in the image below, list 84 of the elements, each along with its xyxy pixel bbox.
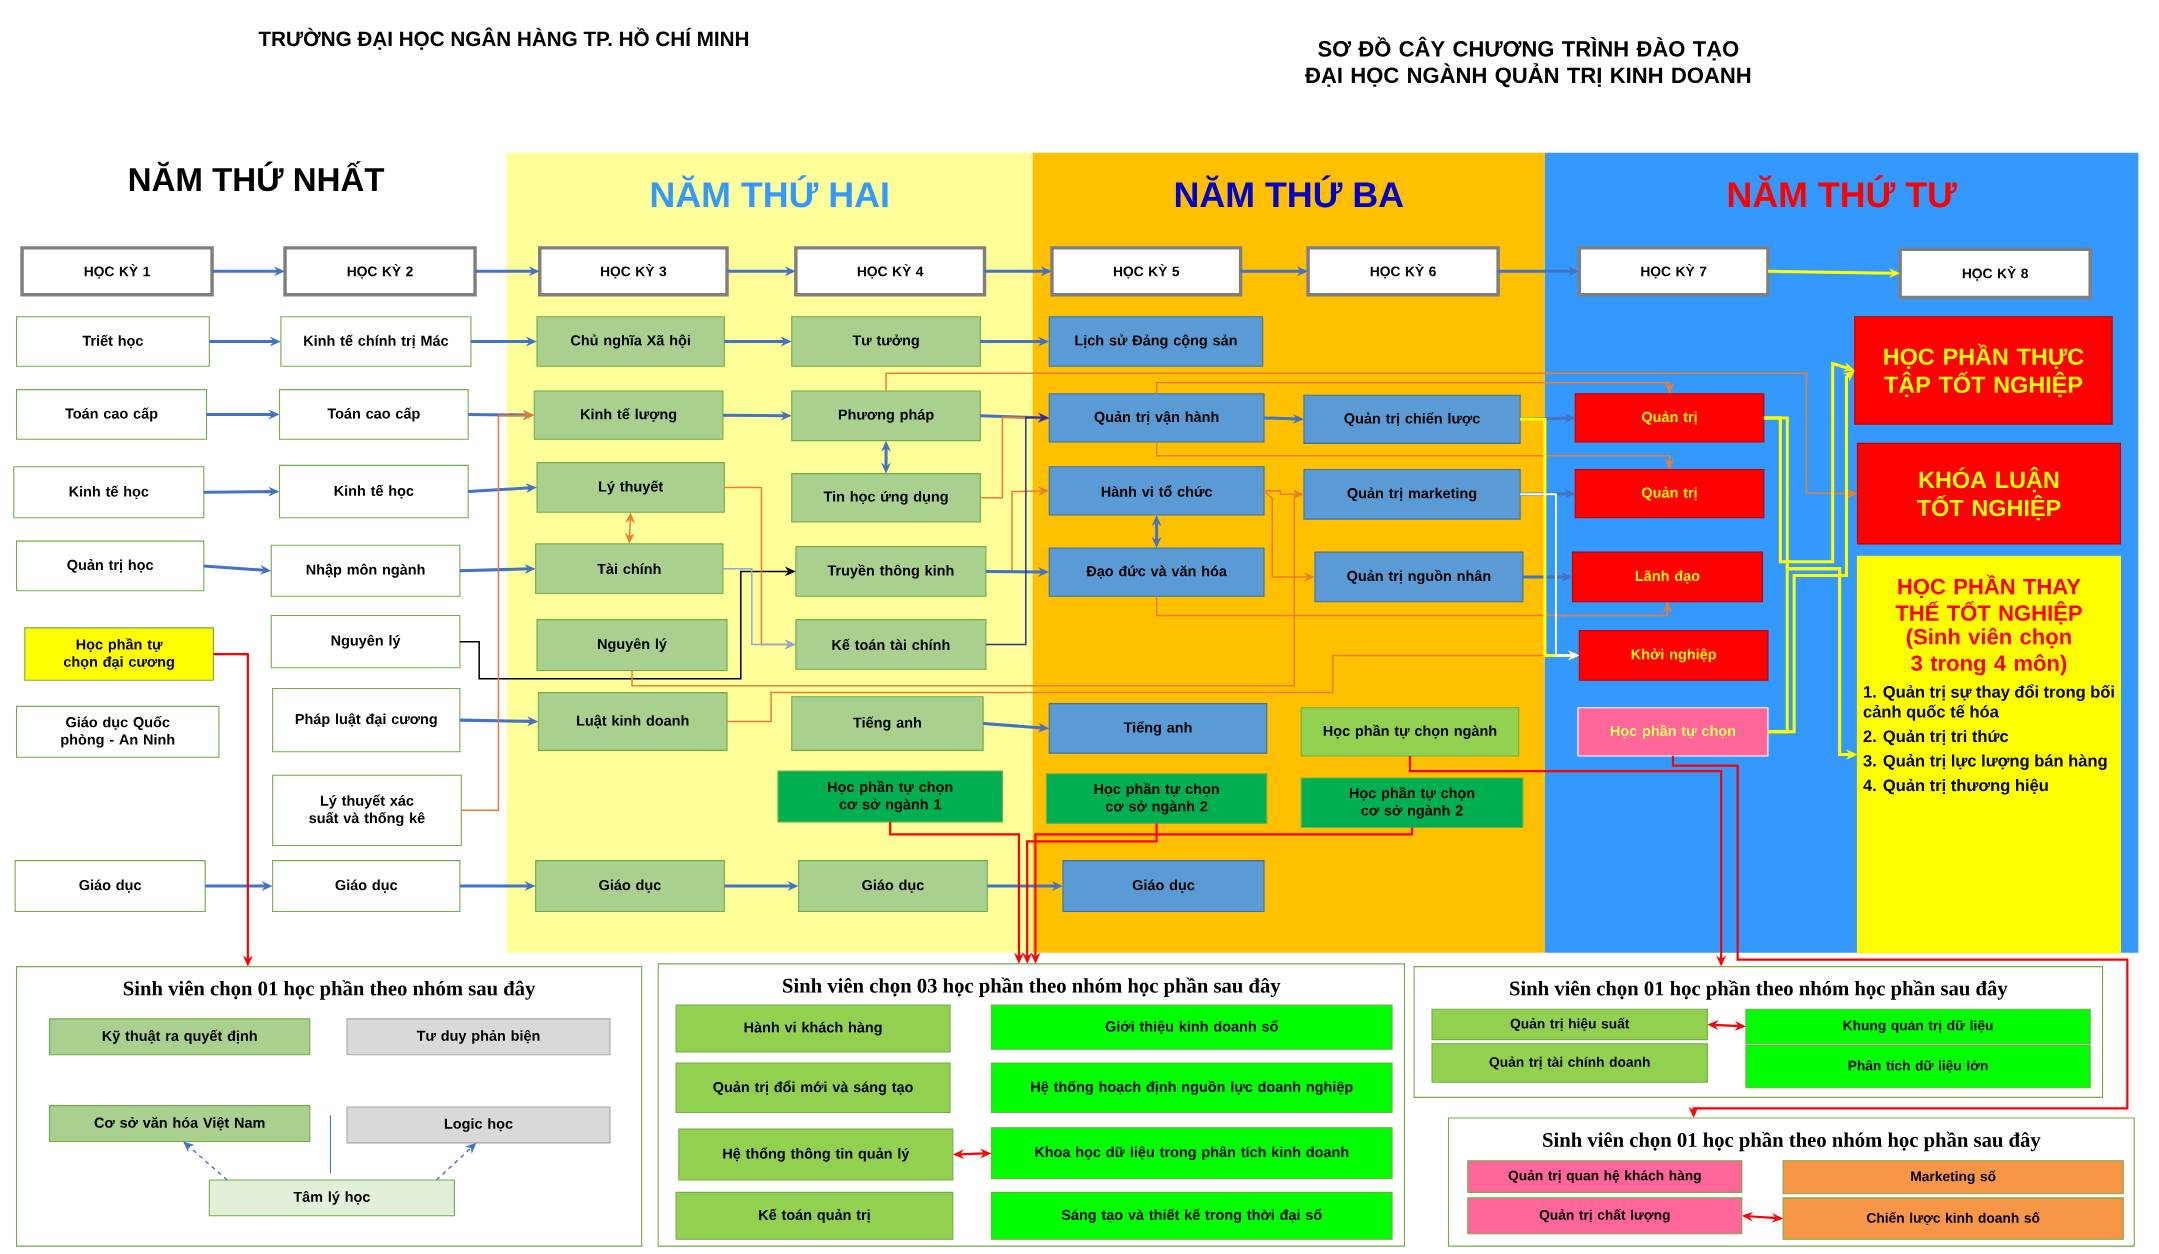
course-box: Logic học (346, 1106, 611, 1144)
course-box: Giáo dục Quốc phòng - An Ninh (16, 705, 220, 758)
course-box: Truyền thông kinh (795, 545, 987, 597)
course-box: Quản trị vận hành (1048, 393, 1265, 443)
course-box: Lý thuyết (536, 461, 725, 513)
course-box: Lãnh đạo (1571, 551, 1763, 603)
course-box: Quản trị marketing (1303, 468, 1521, 520)
course-box: Phân tích dữ liệu lớn (1745, 1044, 2091, 1089)
course-box: Hành vi tổ chức (1048, 466, 1265, 516)
course-box: Pháp luật đại cương (272, 687, 461, 753)
course-box: Học phần tự chọn cơ sở ngành 2 (1300, 777, 1524, 828)
course-box: Phương pháp (791, 390, 981, 441)
course-box: Lý thuyết xác suất và thống kê (272, 774, 462, 846)
course-box: Hệ thống thông tin quản lý (678, 1128, 954, 1181)
semester-box: HỌC KỲ 3 (538, 245, 729, 297)
semester-box: HỌC KỲ 6 (1306, 245, 1500, 297)
course-box: Khởi nghiệp (1578, 629, 1769, 681)
course-box: Giáo dục (798, 859, 988, 912)
course-box: Quản trị đổi mới và sáng tạo (675, 1062, 951, 1113)
course-box: Học phần tự chọn ngành (1300, 707, 1520, 757)
course-box: Kinh tế học (13, 466, 205, 519)
course-box: Sáng tạo và thiết kế trong thời đại số (990, 1191, 1393, 1240)
course-box: Toán cao cấp (278, 388, 469, 440)
course-box: Kế toán tài chính (795, 618, 987, 670)
course-box: Nhập môn ngành (270, 544, 461, 597)
course-box: Tư duy phản biện (346, 1018, 611, 1056)
course-box: Giáo dục (1062, 859, 1265, 912)
course-box: Nguyên lý (270, 614, 461, 669)
course-box: Lịch sử Đảng cộng sản (1048, 315, 1264, 367)
course-box: Giới thiệu kinh doanh số (990, 1004, 1393, 1050)
semester-box: HỌC KỲ 4 (794, 245, 987, 297)
course-box: HỌC PHẦN THAY THẾ TỐT NGHIỆP (Sinh viên chọn 3 trong 4 môn) 1. Quản trị sự thay đổi trong bối cảnh quốc tế hóa 2. Quản trị tri thức 3. Quản trị lực lượng bán hàng 4. Quản trị thương hiệu (1856, 555, 2121, 954)
course-box: Giáo dục (14, 859, 206, 912)
course-box: Tiếng anh (791, 696, 984, 751)
course-box: Triết học (16, 315, 210, 367)
course-box: Nguyên lý (536, 618, 728, 671)
course-box: HỌC PHẦN THỰC TẬP TỐT NGHIỆP (1854, 315, 2113, 425)
course-box: Kỹ thuật ra quyết định (49, 1018, 311, 1056)
course-box: KHÓA LUẬN TỐT NGHIỆP (1856, 442, 2121, 545)
course-box: Kinh tế chính trị Mác (280, 315, 472, 367)
course-box: Học phần tự chọn cơ sở ngành 1 (777, 770, 1003, 823)
course-box: Quản trị học (16, 540, 205, 592)
course-box: Tiếng anh (1048, 702, 1268, 754)
course-box: Luật kinh doanh (537, 691, 728, 751)
course-box: Quản trị hiệu suất (1431, 1008, 1708, 1040)
title: SƠ ĐỒ CÂY CHƯƠNG TRÌNH ĐÀO TẠO ĐẠI HỌC NGÀNH QUẢN TRỊ KINH DOANH (1305, 36, 1751, 88)
course-box: Quản trị chiến lược (1303, 394, 1521, 444)
semester-box: HỌC KỲ 8 (1898, 247, 2092, 299)
semester-box: HỌC KỲ 1 (20, 245, 214, 297)
course-box: Quản trị (1574, 468, 1765, 519)
course-box: Quản trị (1574, 393, 1765, 443)
course-box: Chủ nghĩa Xã hội (536, 315, 725, 367)
course-box: Học phần tự chọn đại cương (24, 627, 214, 681)
heading: TRƯỜNG ĐẠI HỌC NGÂN HÀNG TP. HỒ CHÍ MINH (258, 27, 749, 50)
semester-box: HỌC KỲ 2 (283, 245, 477, 297)
course-box: Tin học ứng dụng (791, 472, 981, 523)
course-box: Kinh tế lượng (533, 390, 724, 440)
semester-box: HỌC KỲ 5 (1050, 245, 1243, 297)
course-box: Quản trị tài chính doanh (1431, 1043, 1708, 1083)
arrow (1155, 381, 1675, 395)
course-box: Tâm lý học (208, 1179, 455, 1217)
course-box: Đạo đức và văn hóa (1048, 547, 1265, 597)
course-box: Giáo dục (272, 859, 461, 912)
course-box: Quản trị quan hệ khách hàng (1467, 1160, 1743, 1193)
course-box: Hành vi khách hàng (675, 1004, 951, 1053)
course-box: Khung quản trị dữ liệu (1745, 1008, 2091, 1045)
course-box: Giáo dục (535, 859, 725, 912)
arrow (183, 1141, 228, 1181)
course-box: Kế toán quản trị (675, 1191, 954, 1240)
course-box: Học phần tự chọn cơ sở ngành 2 (1045, 773, 1268, 824)
course-box: Tư tưởng (791, 315, 981, 367)
course-box: Quản trị nguồn nhân (1314, 551, 1524, 603)
course-box: Chiến lược kinh doanh số (1782, 1197, 2124, 1240)
course-box: Marketing số (1782, 1160, 2124, 1195)
course-box: Khoa học dữ liệu trong phân tích kinh doanh (990, 1127, 1393, 1179)
semester-box: HỌC KỲ 7 (1577, 245, 1770, 297)
course-box: Quản trị chất lượng (1467, 1197, 1743, 1235)
course-box: Học phần tự chọn (1577, 707, 1769, 757)
course-box: Toán cao cấp (16, 388, 208, 440)
course-box: Kinh tế học (278, 464, 469, 519)
course-box: Tài chính (535, 543, 724, 594)
course-box: Hệ thống hoạch định nguồn lực doanh nghiệp (990, 1062, 1393, 1113)
heading: NĂM THỨ NHẤT (129, 161, 385, 192)
course-box: Cơ sở văn hóa Việt Nam (49, 1104, 311, 1142)
